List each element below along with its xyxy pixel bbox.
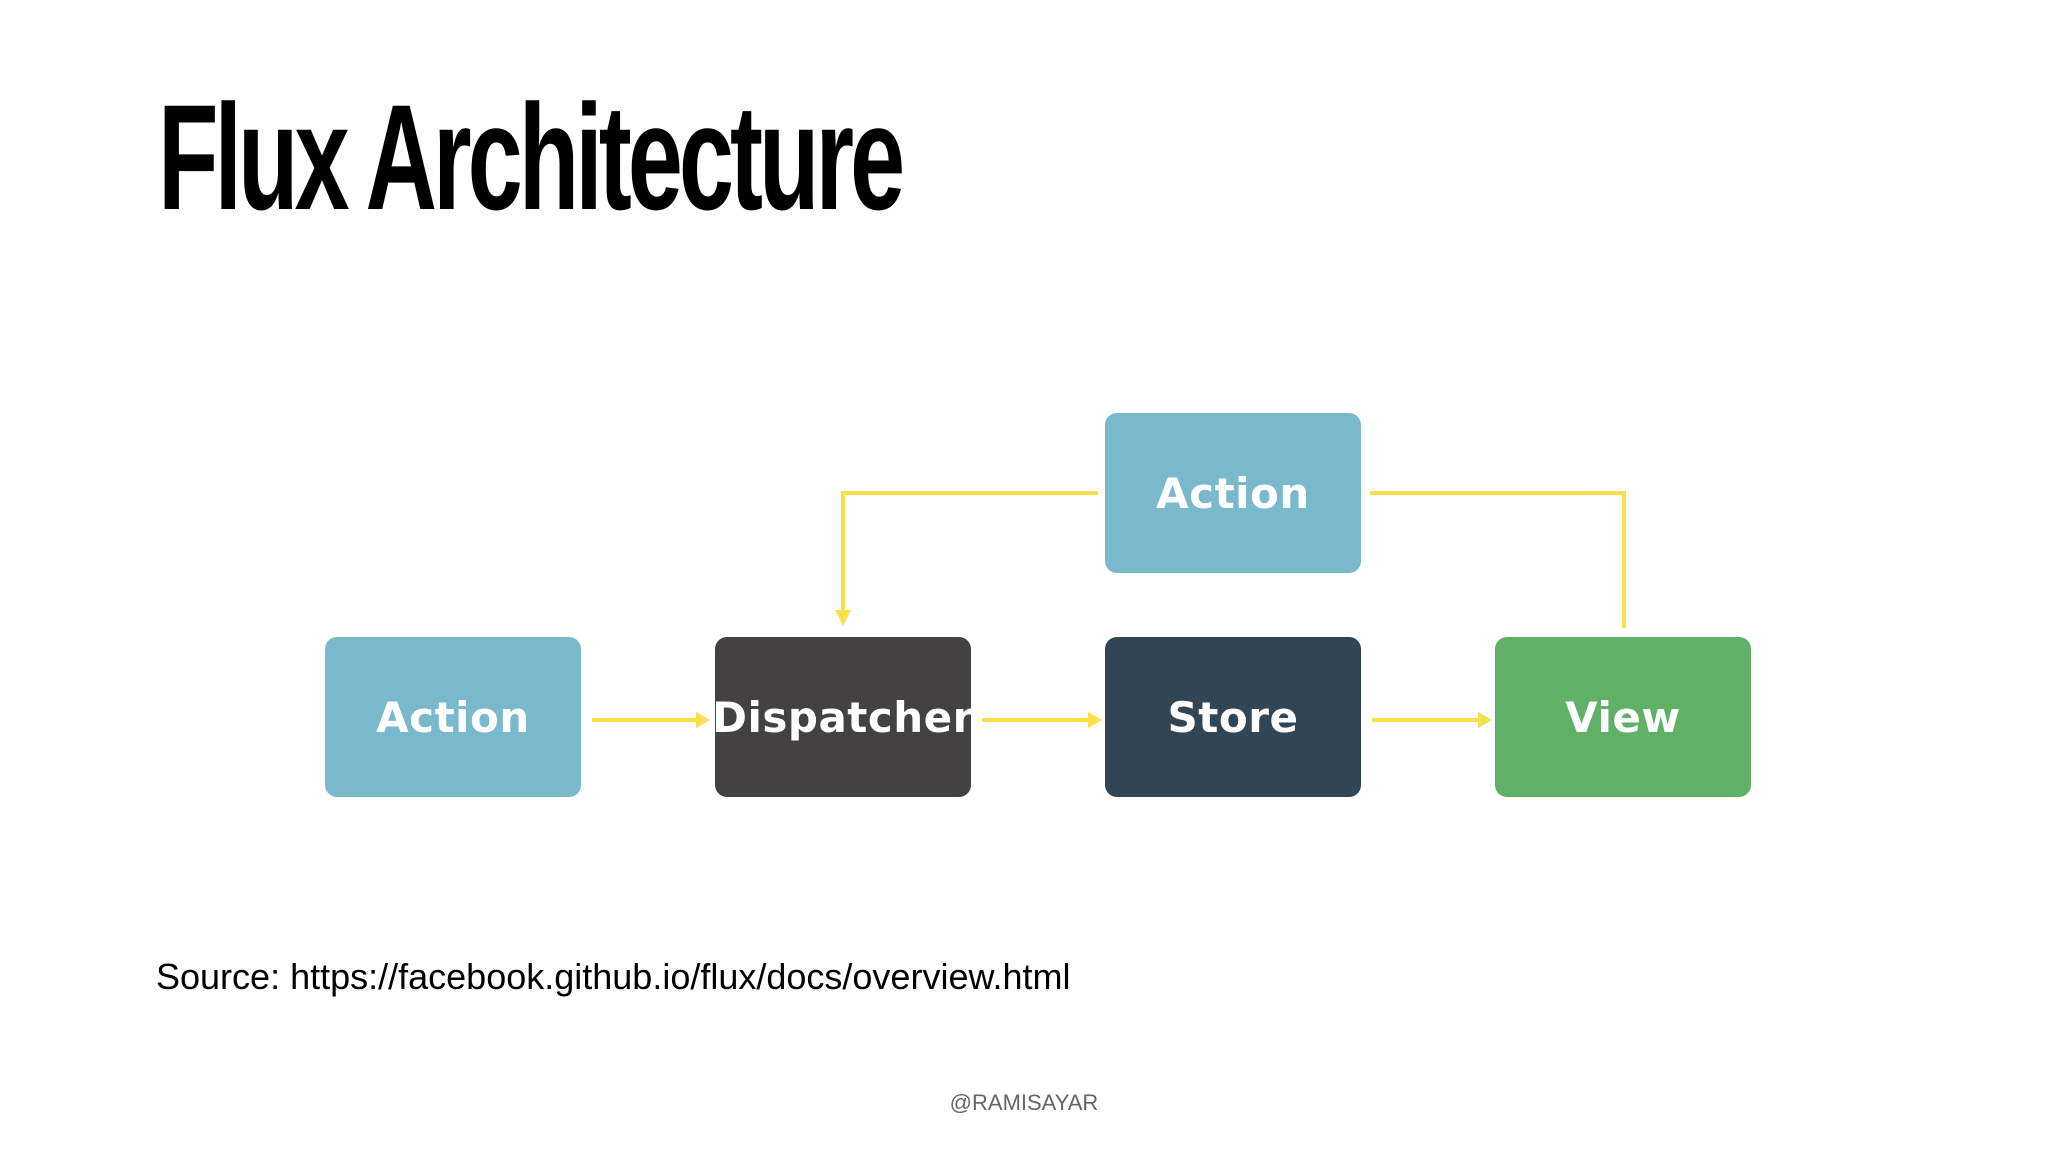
action-node-top: Action: [1105, 413, 1361, 573]
store-node: Store: [1105, 637, 1361, 797]
source-citation: Source: https://facebook.github.io/flux/…: [156, 956, 1071, 997]
arrowhead-dispatcher-to-store: [1088, 712, 1102, 728]
arrowhead-action-to-dispatcher: [696, 712, 710, 728]
slide-title: Flux Architecture: [158, 73, 905, 241]
footer-handle: @RAMISAYAR: [949, 1090, 1099, 1115]
action-node-left: Action: [325, 637, 581, 797]
arrow-view-to-action: [1370, 491, 1626, 628]
view-node-label: View: [1565, 692, 1681, 742]
store-node-label: Store: [1167, 692, 1299, 742]
view-node: View: [1495, 637, 1751, 797]
action-node-left-label: Action: [376, 692, 530, 742]
arrowhead-action-to-dispatcher-loop: [835, 610, 851, 626]
dispatcher-node-label: Dispatcher: [712, 692, 974, 742]
action-node-top-label: Action: [1156, 468, 1310, 518]
arrow-action-to-dispatcher-loop: [841, 491, 1098, 612]
arrowhead-store-to-view: [1478, 712, 1492, 728]
dispatcher-node: Dispatcher: [712, 637, 974, 797]
